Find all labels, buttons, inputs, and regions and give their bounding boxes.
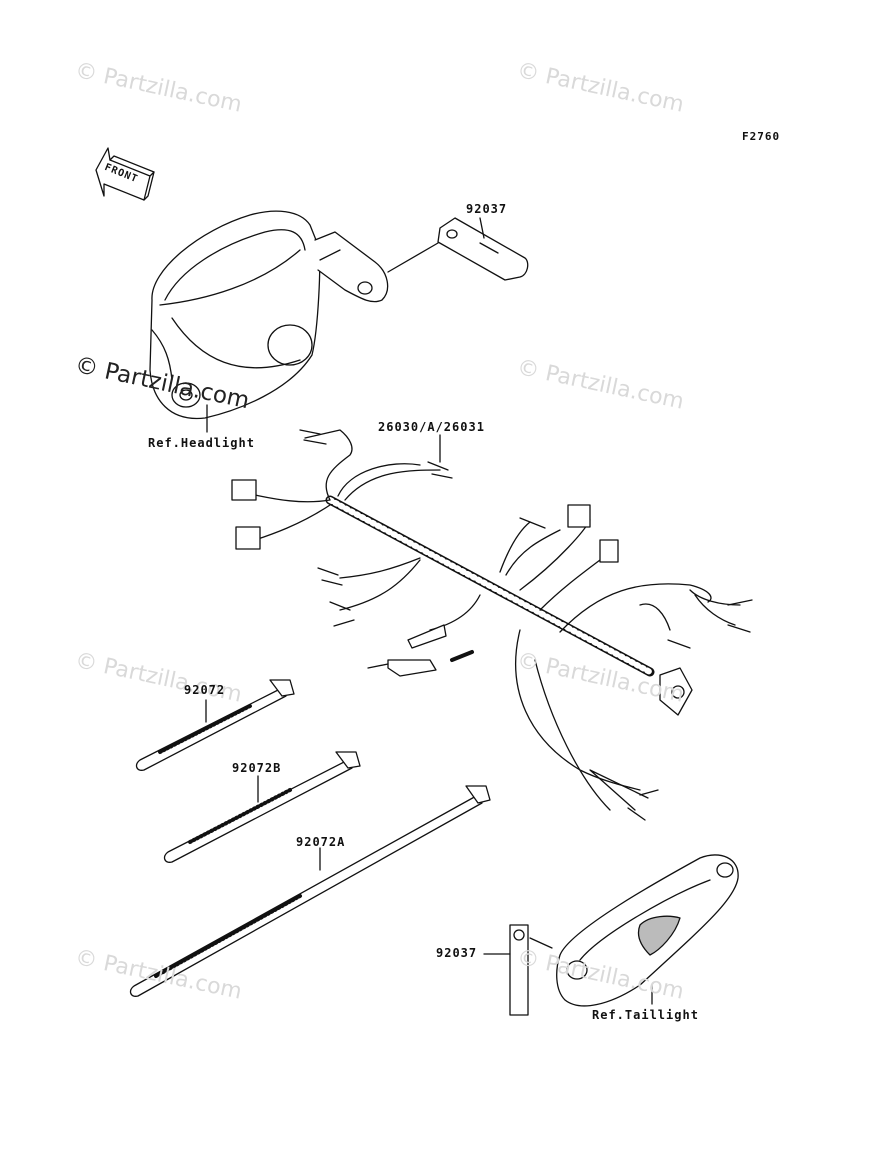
headlight-drawing — [149, 210, 389, 420]
strap-92072 — [135, 679, 295, 771]
part-label-harness: 26030/A/26031 — [378, 420, 485, 434]
figure-code: F2760 — [742, 130, 781, 143]
bracket-92037-rear — [483, 924, 553, 1016]
bracket-92037-front — [387, 217, 529, 281]
strap-92072A — [129, 785, 491, 997]
part-label-92072B: 92072B — [232, 761, 282, 775]
strap-92072B — [163, 751, 361, 863]
taillight-drawing — [556, 854, 739, 1007]
part-label-92072: 92072 — [184, 683, 226, 697]
ref-taillight-label: Ref.Taillight — [592, 1008, 699, 1022]
part-label-92037-rear: 92037 — [436, 946, 478, 960]
front-arrow-icon — [95, 147, 155, 201]
wiring-harness-drawing — [231, 429, 753, 821]
part-label-92037-front: 92037 — [466, 202, 508, 216]
part-label-92072A: 92072A — [296, 835, 346, 849]
ref-headlight-label: Ref.Headlight — [148, 436, 255, 450]
